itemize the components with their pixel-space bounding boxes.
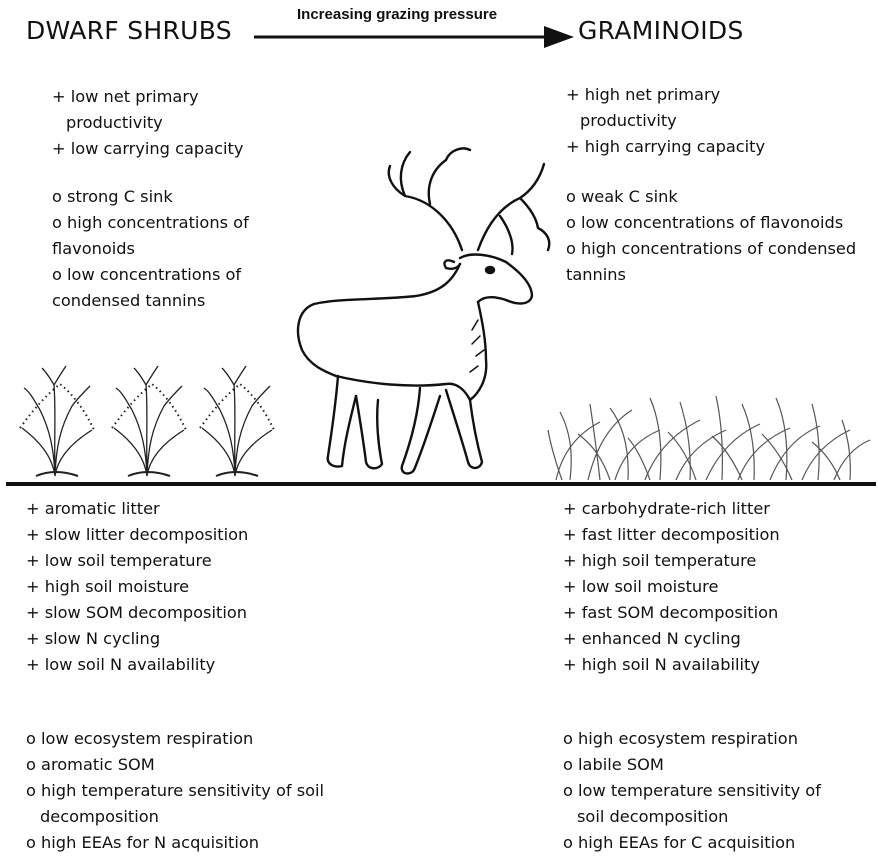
right-bottom-item: + fast SOM decomposition: [563, 600, 780, 626]
right-bottom-item: + high soil temperature: [563, 548, 780, 574]
left-bottom-group1: + aromatic litter + slow litter decompos…: [26, 496, 248, 678]
left-bottom-item: o high temperature sensitivity of soil: [26, 778, 324, 804]
right-top-item: + high net primary: [566, 82, 765, 108]
left-top-item: + low net primary: [52, 84, 243, 110]
left-top-item: condensed tannins: [52, 288, 249, 314]
left-top-item: productivity: [52, 110, 243, 136]
right-top-item: productivity: [566, 108, 765, 134]
right-top-item: o high concentrations of condensed: [566, 236, 856, 262]
grazing-arrow: [254, 26, 574, 48]
right-bottom-item: soil decomposition: [563, 804, 821, 830]
graminoid-grass-icon: [548, 396, 870, 480]
left-bottom-item: + low soil N availability: [26, 652, 248, 678]
dwarf-shrub-icon: [20, 366, 274, 476]
reindeer-icon: [298, 148, 549, 473]
left-top-item: flavonoids: [52, 236, 249, 262]
right-top-item: o low concentrations of flavonoids: [566, 210, 856, 236]
left-top-group2: o strong C sink o high concentrations of…: [52, 184, 249, 314]
right-bottom-item: o high ecosystem respiration: [563, 726, 821, 752]
right-bottom-item: + enhanced N cycling: [563, 626, 780, 652]
left-bottom-item: o high EEAs for N acquisition: [26, 830, 324, 856]
right-top-group2: o weak C sink o low concentrations of fl…: [566, 184, 856, 288]
left-bottom-item: + high soil moisture: [26, 574, 248, 600]
right-top-item: tannins: [566, 262, 856, 288]
left-top-item: o low concentrations of: [52, 262, 249, 288]
right-bottom-item: o low temperature sensitivity of: [563, 778, 821, 804]
left-bottom-item: o low ecosystem respiration: [26, 726, 324, 752]
left-bottom-item: + aromatic litter: [26, 496, 248, 522]
left-bottom-item: + slow N cycling: [26, 626, 248, 652]
right-bottom-item: + high soil N availability: [563, 652, 780, 678]
left-bottom-item: o aromatic SOM: [26, 752, 324, 778]
left-top-item: + low carrying capacity: [52, 136, 243, 162]
right-top-group1: + high net primary productivity + high c…: [566, 82, 765, 160]
right-bottom-item: o labile SOM: [563, 752, 821, 778]
right-bottom-group1: + carbohydrate-rich litter + fast litter…: [563, 496, 780, 678]
left-bottom-group2: o low ecosystem respiration o aromatic S…: [26, 726, 324, 856]
left-bottom-item: + slow SOM decomposition: [26, 600, 248, 626]
left-top-item: o strong C sink: [52, 184, 249, 210]
left-bottom-item: + slow litter decomposition: [26, 522, 248, 548]
left-bottom-item: + low soil temperature: [26, 548, 248, 574]
left-bottom-item: decomposition: [26, 804, 324, 830]
right-top-item: + high carrying capacity: [566, 134, 765, 160]
right-bottom-group2: o high ecosystem respiration o labile SO…: [563, 726, 821, 856]
left-top-item: o high concentrations of: [52, 210, 249, 236]
right-bottom-item: + low soil moisture: [563, 574, 780, 600]
right-top-item: o weak C sink: [566, 184, 856, 210]
right-bottom-item: + fast litter decomposition: [563, 522, 780, 548]
right-bottom-item: o high EEAs for C acquisition: [563, 830, 821, 856]
left-top-group1: + low net primary productivity + low car…: [52, 84, 243, 162]
right-bottom-item: + carbohydrate-rich litter: [563, 496, 780, 522]
